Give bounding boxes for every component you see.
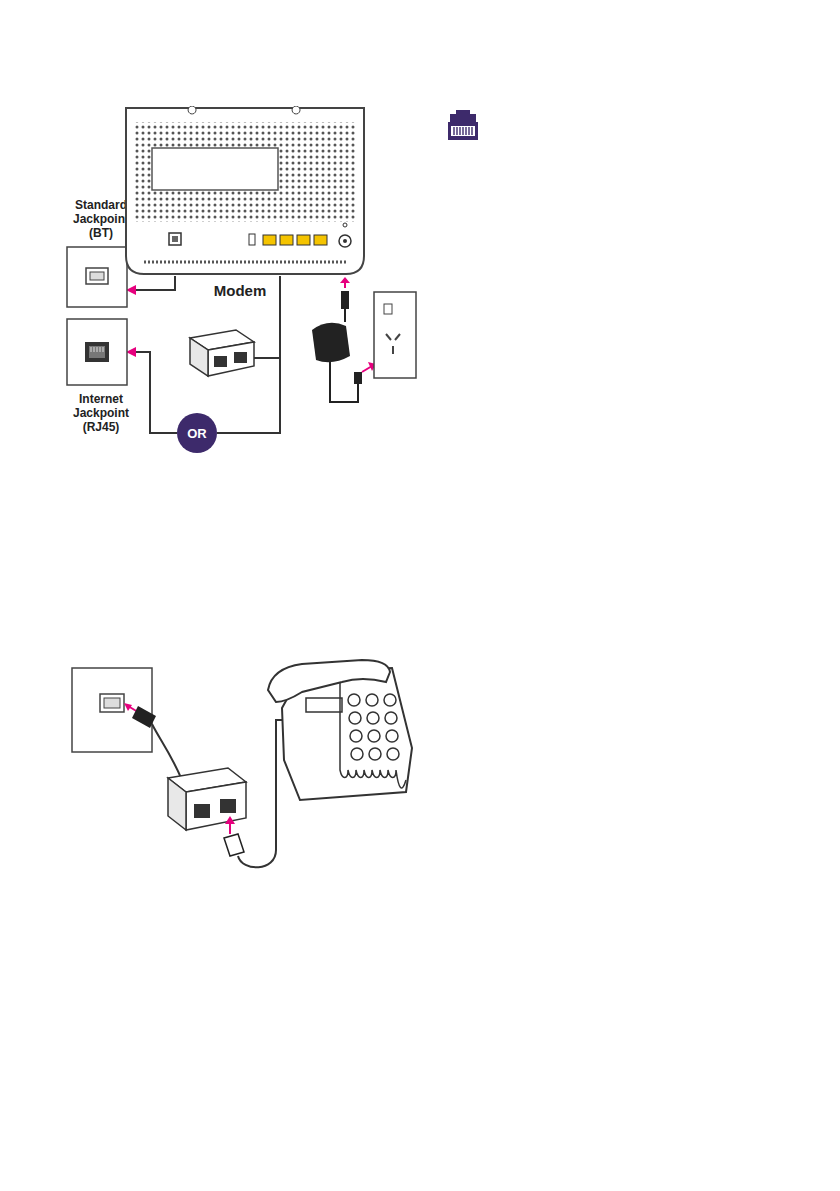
rj45-drawing	[66, 318, 128, 386]
cable-connector	[128, 352, 177, 433]
modem-drawing	[122, 106, 368, 276]
modem-unit: Modem	[122, 106, 368, 276]
ethernet-icon	[446, 110, 480, 140]
power-supply	[312, 277, 416, 402]
cable-connector	[128, 276, 175, 290]
bt-drawing	[66, 246, 128, 308]
jack-label: Internet Jackpoint (RJ45)	[61, 392, 141, 434]
phone-setup	[72, 660, 412, 867]
wall-jackpoint: Internet Jackpoint (RJ45)	[66, 318, 128, 386]
node-label: OR	[187, 426, 207, 441]
or-badge: OR	[177, 413, 217, 453]
splitter	[190, 330, 280, 376]
jack-label: Modem	[195, 282, 285, 300]
wall-jackpoint: Standard Jackpoint (BT)	[66, 246, 128, 308]
